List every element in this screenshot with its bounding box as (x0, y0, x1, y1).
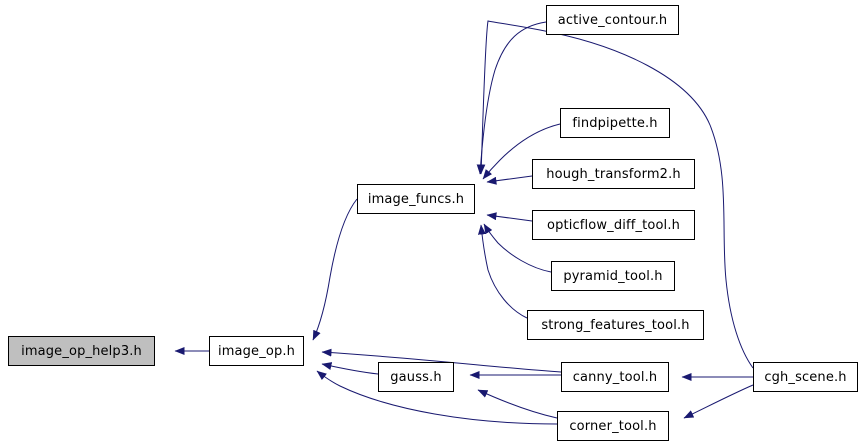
graph-node-label: opticflow_diff_tool.h (547, 217, 680, 233)
graph-node-gauss[interactable]: gauss.h (378, 362, 454, 392)
graph-edge-gauss-to-image_op (321, 362, 379, 375)
graph-node-cgh_scene[interactable]: cgh_scene.h (753, 362, 858, 392)
graph-node-label: active_contour.h (557, 12, 668, 28)
graph-node-label: image_op.h (217, 343, 296, 359)
graph-edge-strong_features_tool-to-image_funcs (477, 224, 528, 319)
graph-node-canny_tool[interactable]: canny_tool.h (561, 362, 669, 392)
graph-node-label: findpipette.h (572, 115, 658, 131)
graph-node-label: corner_tool.h (569, 418, 657, 434)
graph-node-pyramid_tool[interactable]: pyramid_tool.h (551, 261, 675, 291)
graph-node-image_op[interactable]: image_op.h (209, 336, 304, 366)
graph-node-label: pyramid_tool.h (563, 268, 663, 284)
graph-node-label: image_funcs.h (367, 191, 465, 207)
graph-node-findpipette[interactable]: findpipette.h (560, 108, 670, 138)
graph-node-label: strong_features_tool.h (541, 317, 690, 333)
graph-node-corner_tool[interactable]: corner_tool.h (557, 411, 669, 441)
graph-node-hough_transform2[interactable]: hough_transform2.h (532, 159, 695, 189)
graph-edge-corner_tool-to-gauss (477, 389, 558, 419)
graph-node-active_contour[interactable]: active_contour.h (546, 5, 679, 35)
graph-node-opticflow_diff_tool[interactable]: opticflow_diff_tool.h (532, 210, 695, 240)
graph-node-image_funcs[interactable]: image_funcs.h (357, 184, 475, 214)
graph-node-label: cgh_scene.h (764, 369, 847, 385)
graph-edge-hough_transform2-to-image_funcs (486, 175, 533, 185)
graph-node-strong_features_tool[interactable]: strong_features_tool.h (527, 310, 704, 340)
graph-edge-active_contour-to-image_funcs (476, 21, 547, 175)
graph-node-image_op_help3: image_op_help3.h (8, 336, 155, 366)
graph-node-label: image_op_help3.h (21, 343, 142, 359)
graph-edge-opticflow_diff_tool-to-image_funcs (486, 212, 533, 222)
graph-node-label: hough_transform2.h (546, 166, 681, 182)
graph-node-label: canny_tool.h (572, 369, 658, 385)
graph-edge-image_funcs-to-image_op (312, 198, 358, 341)
graph-edge-cgh_scene-to-corner_tool (683, 384, 754, 419)
graph-node-label: gauss.h (390, 369, 442, 385)
